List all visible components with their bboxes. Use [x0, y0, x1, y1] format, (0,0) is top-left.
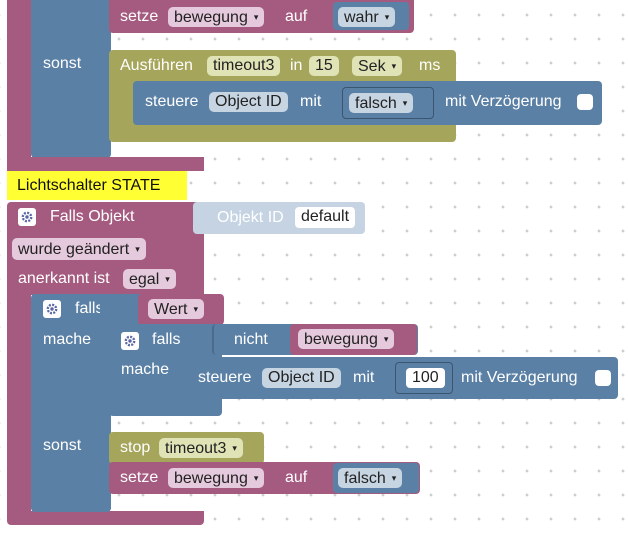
delay-checkbox[interactable]	[577, 94, 593, 110]
time-unit-dropdown[interactable]: Sek▾	[352, 56, 403, 76]
mache-label-inner: mache	[121, 361, 170, 378]
auf-label: auf	[285, 8, 308, 25]
object-id-input-block[interactable]: Objekt ID default	[193, 202, 365, 234]
dropdown-arrow-icon: ▾	[383, 334, 389, 344]
ack-dropdown[interactable]: egal▾	[123, 269, 176, 289]
ausfuehren-label: Ausführen	[120, 57, 193, 74]
delay-checkbox[interactable]	[595, 370, 611, 386]
dropdown-arrow-icon: ▾	[384, 12, 390, 22]
stop-label: stop	[120, 439, 151, 456]
wert-dropdown[interactable]: Wert▾	[148, 299, 205, 319]
outer-if-header	[100, 294, 140, 325]
outer-if-block[interactable]	[31, 294, 111, 512]
dropdown-arrow-icon: ▾	[165, 274, 170, 284]
trigger-event-spine	[7, 292, 31, 514]
falls-objekt-label: Falls Objekt	[50, 208, 135, 225]
object-id-field[interactable]: Object ID	[262, 368, 341, 388]
bool-block-falsch[interactable]: falsch▾	[333, 463, 419, 493]
delay-label: mit Verzögerung	[461, 369, 578, 386]
falls-label-inner: falls	[152, 331, 181, 348]
value-block-falsch[interactable]: falsch▾	[342, 87, 434, 119]
bool-block-wahr[interactable]: wahr▾	[333, 2, 409, 30]
wert-block[interactable]: Wert▾	[138, 294, 224, 325]
trigger-event-footer	[7, 511, 204, 525]
top-event-block-footer	[7, 157, 204, 171]
dropdown-arrow-icon: ▾	[193, 304, 199, 314]
mit-label: mit	[353, 369, 375, 386]
object-id-field[interactable]: Object ID	[209, 92, 288, 112]
setze-block-top[interactable]: setze bewegung▾ auf wahr▾	[109, 0, 414, 33]
gear-icon[interactable]	[121, 332, 139, 350]
auf-label: auf	[285, 469, 308, 486]
stop-timeout-block[interactable]: stop timeout3▾	[109, 432, 264, 464]
nicht-label: nicht	[234, 331, 268, 348]
setze-label: setze	[120, 8, 159, 25]
steuere-label: steuere	[145, 93, 199, 110]
dropdown-arrow-icon: ▾	[232, 443, 237, 453]
dropdown-arrow-icon: ▾	[391, 473, 397, 483]
gear-icon[interactable]	[43, 300, 61, 318]
bool-dropdown[interactable]: falsch▾	[349, 93, 414, 113]
ms-label: ms	[419, 57, 441, 74]
bewegung-block[interactable]: bewegung▾	[290, 324, 417, 355]
setze-block-else[interactable]: setze bewegung▾ auf falsch▾	[109, 462, 420, 494]
sonst-label: sonst	[43, 437, 82, 454]
setze-label: setze	[120, 469, 159, 486]
dropdown-arrow-icon: ▾	[135, 244, 140, 254]
steuere-block-inner[interactable]: steuere Object ID mit 100 mit Verzögerun…	[185, 357, 618, 399]
gear-icon[interactable]	[18, 208, 36, 226]
in-label: in	[290, 57, 303, 74]
variable-dropdown[interactable]: bewegung▾	[168, 7, 265, 27]
bool-dropdown[interactable]: falsch▾	[338, 468, 403, 488]
event-type-dropdown[interactable]: wurde geändert▾	[12, 238, 146, 260]
top-if-block[interactable]	[31, 0, 111, 158]
mit-label: mit	[300, 93, 322, 110]
top-event-block-spine	[7, 0, 31, 165]
variable-dropdown[interactable]: bewegung▾	[298, 329, 395, 349]
number-block-100[interactable]: 100	[395, 362, 453, 394]
steuere-block-top[interactable]: steuere Object ID mit falsch▾ mit Verzög…	[133, 81, 602, 125]
comment-bubble[interactable]: Lichtschalter STATE	[7, 171, 187, 200]
timer-name-field[interactable]: timeout3	[207, 56, 281, 76]
object-id-value-field[interactable]: default	[295, 207, 356, 228]
anerkannt-label: anerkannt ist	[18, 270, 110, 287]
number-field[interactable]: 100	[406, 368, 445, 388]
sonst-label-top: sonst	[43, 55, 82, 72]
delay-label: mit Verzögerung	[445, 93, 562, 110]
objekt-id-label: Objekt ID	[217, 209, 284, 226]
falls-label: falls	[75, 300, 104, 317]
dropdown-arrow-icon: ▾	[253, 12, 259, 22]
timer-dropdown[interactable]: timeout3▾	[159, 438, 243, 458]
variable-dropdown[interactable]: bewegung▾	[168, 468, 265, 488]
steuere-label: steuere	[198, 369, 252, 386]
mache-label: mache	[43, 331, 92, 348]
dropdown-arrow-icon: ▾	[402, 98, 408, 108]
bool-dropdown[interactable]: wahr▾	[338, 7, 396, 27]
dropdown-arrow-icon: ▾	[391, 61, 397, 71]
timeout-amount-field[interactable]: 15	[309, 56, 339, 76]
dropdown-arrow-icon: ▾	[253, 473, 259, 483]
